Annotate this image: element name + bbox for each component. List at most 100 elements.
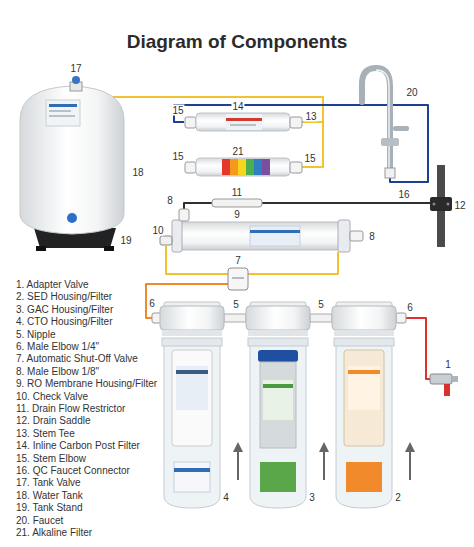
part-list-item: 5. Nipple: [16, 329, 55, 341]
callout-number: 15: [171, 105, 184, 116]
shut-off-valve-shape: [232, 277, 244, 279]
filter-housings-shape: [348, 370, 380, 374]
water-tank-shape: [72, 76, 80, 84]
part-list-item: 7. Automatic Shut-Off Valve: [16, 353, 138, 365]
filter-housings-shape: [174, 468, 210, 472]
filter-housings-shape: [334, 330, 394, 336]
faucet: [362, 68, 409, 178]
water-tank-shape: [49, 115, 75, 117]
filter-housings-shape: [260, 462, 296, 492]
filter-housings-shape: [263, 380, 293, 420]
callout-number: 15: [171, 151, 184, 162]
tubing: [82, 88, 437, 379]
alkaline-filter-shape: [230, 159, 238, 175]
part-list-item: 17. Tank Valve: [16, 477, 81, 489]
part-list-item: 21. Alkaline Filter: [16, 527, 92, 539]
drain-saddle-shape: [433, 203, 436, 206]
filter-housings-shape: [348, 366, 380, 410]
flow-arrows-shape: [405, 442, 415, 452]
ro-membrane-shape: [180, 222, 340, 250]
callout-number: 19: [119, 235, 132, 246]
callout-number: 12: [453, 200, 466, 211]
alkaline-filter-shape: [262, 159, 270, 175]
filter-housings-shape: [336, 342, 392, 508]
filter-housings-shape: [250, 342, 306, 508]
ro-membrane-shape: [250, 230, 300, 233]
drain-saddle: [430, 165, 452, 247]
callout-number: 10: [151, 225, 164, 236]
tubing-shape: [396, 318, 430, 379]
ro-membrane-shape: [160, 236, 172, 245]
water-tank-shape: [20, 86, 124, 234]
flow-arrows: [233, 442, 415, 480]
tubing-shape: [248, 252, 338, 274]
filter-housings-shape: [162, 338, 222, 346]
part-list-item: 4. CTO Housing/Filter: [16, 316, 113, 328]
shut-off-valve-shape: [228, 268, 248, 290]
part-list-item: 20. Faucet: [16, 515, 63, 527]
part-list-item: 2. SED Housing/Filter: [16, 291, 112, 303]
post-filter-shape: [230, 124, 256, 126]
water-tank-shape: [49, 110, 71, 112]
part-list-item: 9. RO Membrane Housing/Filter: [16, 378, 157, 390]
filter-housings-shape: [260, 362, 296, 448]
part-list-item: 6. Male Elbow 1/4": [16, 341, 99, 353]
filter-housings: [152, 302, 406, 508]
water-tank-shape: [46, 100, 80, 126]
drain-saddle-shape: [447, 203, 450, 206]
part-list-item: 18. Water Tank: [16, 490, 83, 502]
callout-number: 14: [231, 101, 244, 112]
alkaline-filter-shape: [290, 162, 302, 173]
drain-saddle-shape: [430, 197, 452, 211]
filter-housings-shape: [164, 342, 220, 508]
filter-housings-shape: [310, 314, 332, 322]
post-filter-shape: [185, 117, 196, 128]
filter-housings-shape: [258, 350, 298, 362]
callout-number: 6: [148, 298, 156, 309]
adapter-valve: [430, 374, 458, 396]
post-filter-shape: [196, 113, 290, 131]
faucet-shape: [376, 70, 389, 168]
part-list-item: 10. Check Valve: [16, 391, 88, 403]
filter-housings-shape: [334, 338, 394, 346]
filter-housings-shape: [176, 366, 208, 410]
filter-housings-shape: [172, 350, 212, 446]
callout-number: 8: [368, 231, 376, 242]
filter-housings-shape: [263, 384, 293, 388]
callout-number: 18: [131, 167, 144, 178]
ro-membrane-shape: [179, 209, 189, 221]
alkaline-filter-shape: [254, 159, 262, 175]
callout-number: 20: [405, 87, 418, 98]
alkaline-filter-shape: [238, 159, 246, 175]
flow-arrows-shape: [319, 442, 329, 452]
callout-number: 4: [222, 492, 230, 503]
water-tank: [20, 76, 124, 251]
callout-number: 13: [304, 111, 317, 122]
faucet-shape: [385, 168, 395, 178]
callout-number: 17: [69, 63, 82, 74]
callout-number: 1: [444, 359, 452, 370]
flow-restrictor-shape: [212, 199, 262, 207]
post-filter-shape: [226, 114, 262, 130]
adapter-valve-shape: [452, 376, 458, 382]
filter-housings-shape: [162, 330, 222, 336]
flow-arrows-shape: [409, 450, 411, 480]
filter-housings-shape: [224, 314, 246, 322]
water-tank-shape: [36, 246, 46, 251]
flow-arrows-shape: [237, 450, 239, 480]
callout-number: 9: [233, 209, 241, 220]
callout-number: 15: [303, 153, 316, 164]
part-list-item: 3. GAC Housing/Filter: [16, 304, 113, 316]
callout-number: 6: [406, 302, 414, 313]
filter-housings-shape: [248, 338, 308, 346]
alkaline-filter: [185, 158, 302, 176]
callout-number: 11: [231, 187, 243, 198]
ro-membrane-shape: [250, 226, 300, 246]
filter-housings-shape: [396, 313, 406, 323]
alkaline-filter-shape: [185, 162, 196, 173]
callout-number: 5: [232, 299, 240, 310]
part-list-item: 12. Drain Saddle: [16, 415, 91, 427]
flow-arrows-shape: [233, 442, 243, 452]
faucet-shape: [362, 68, 390, 170]
